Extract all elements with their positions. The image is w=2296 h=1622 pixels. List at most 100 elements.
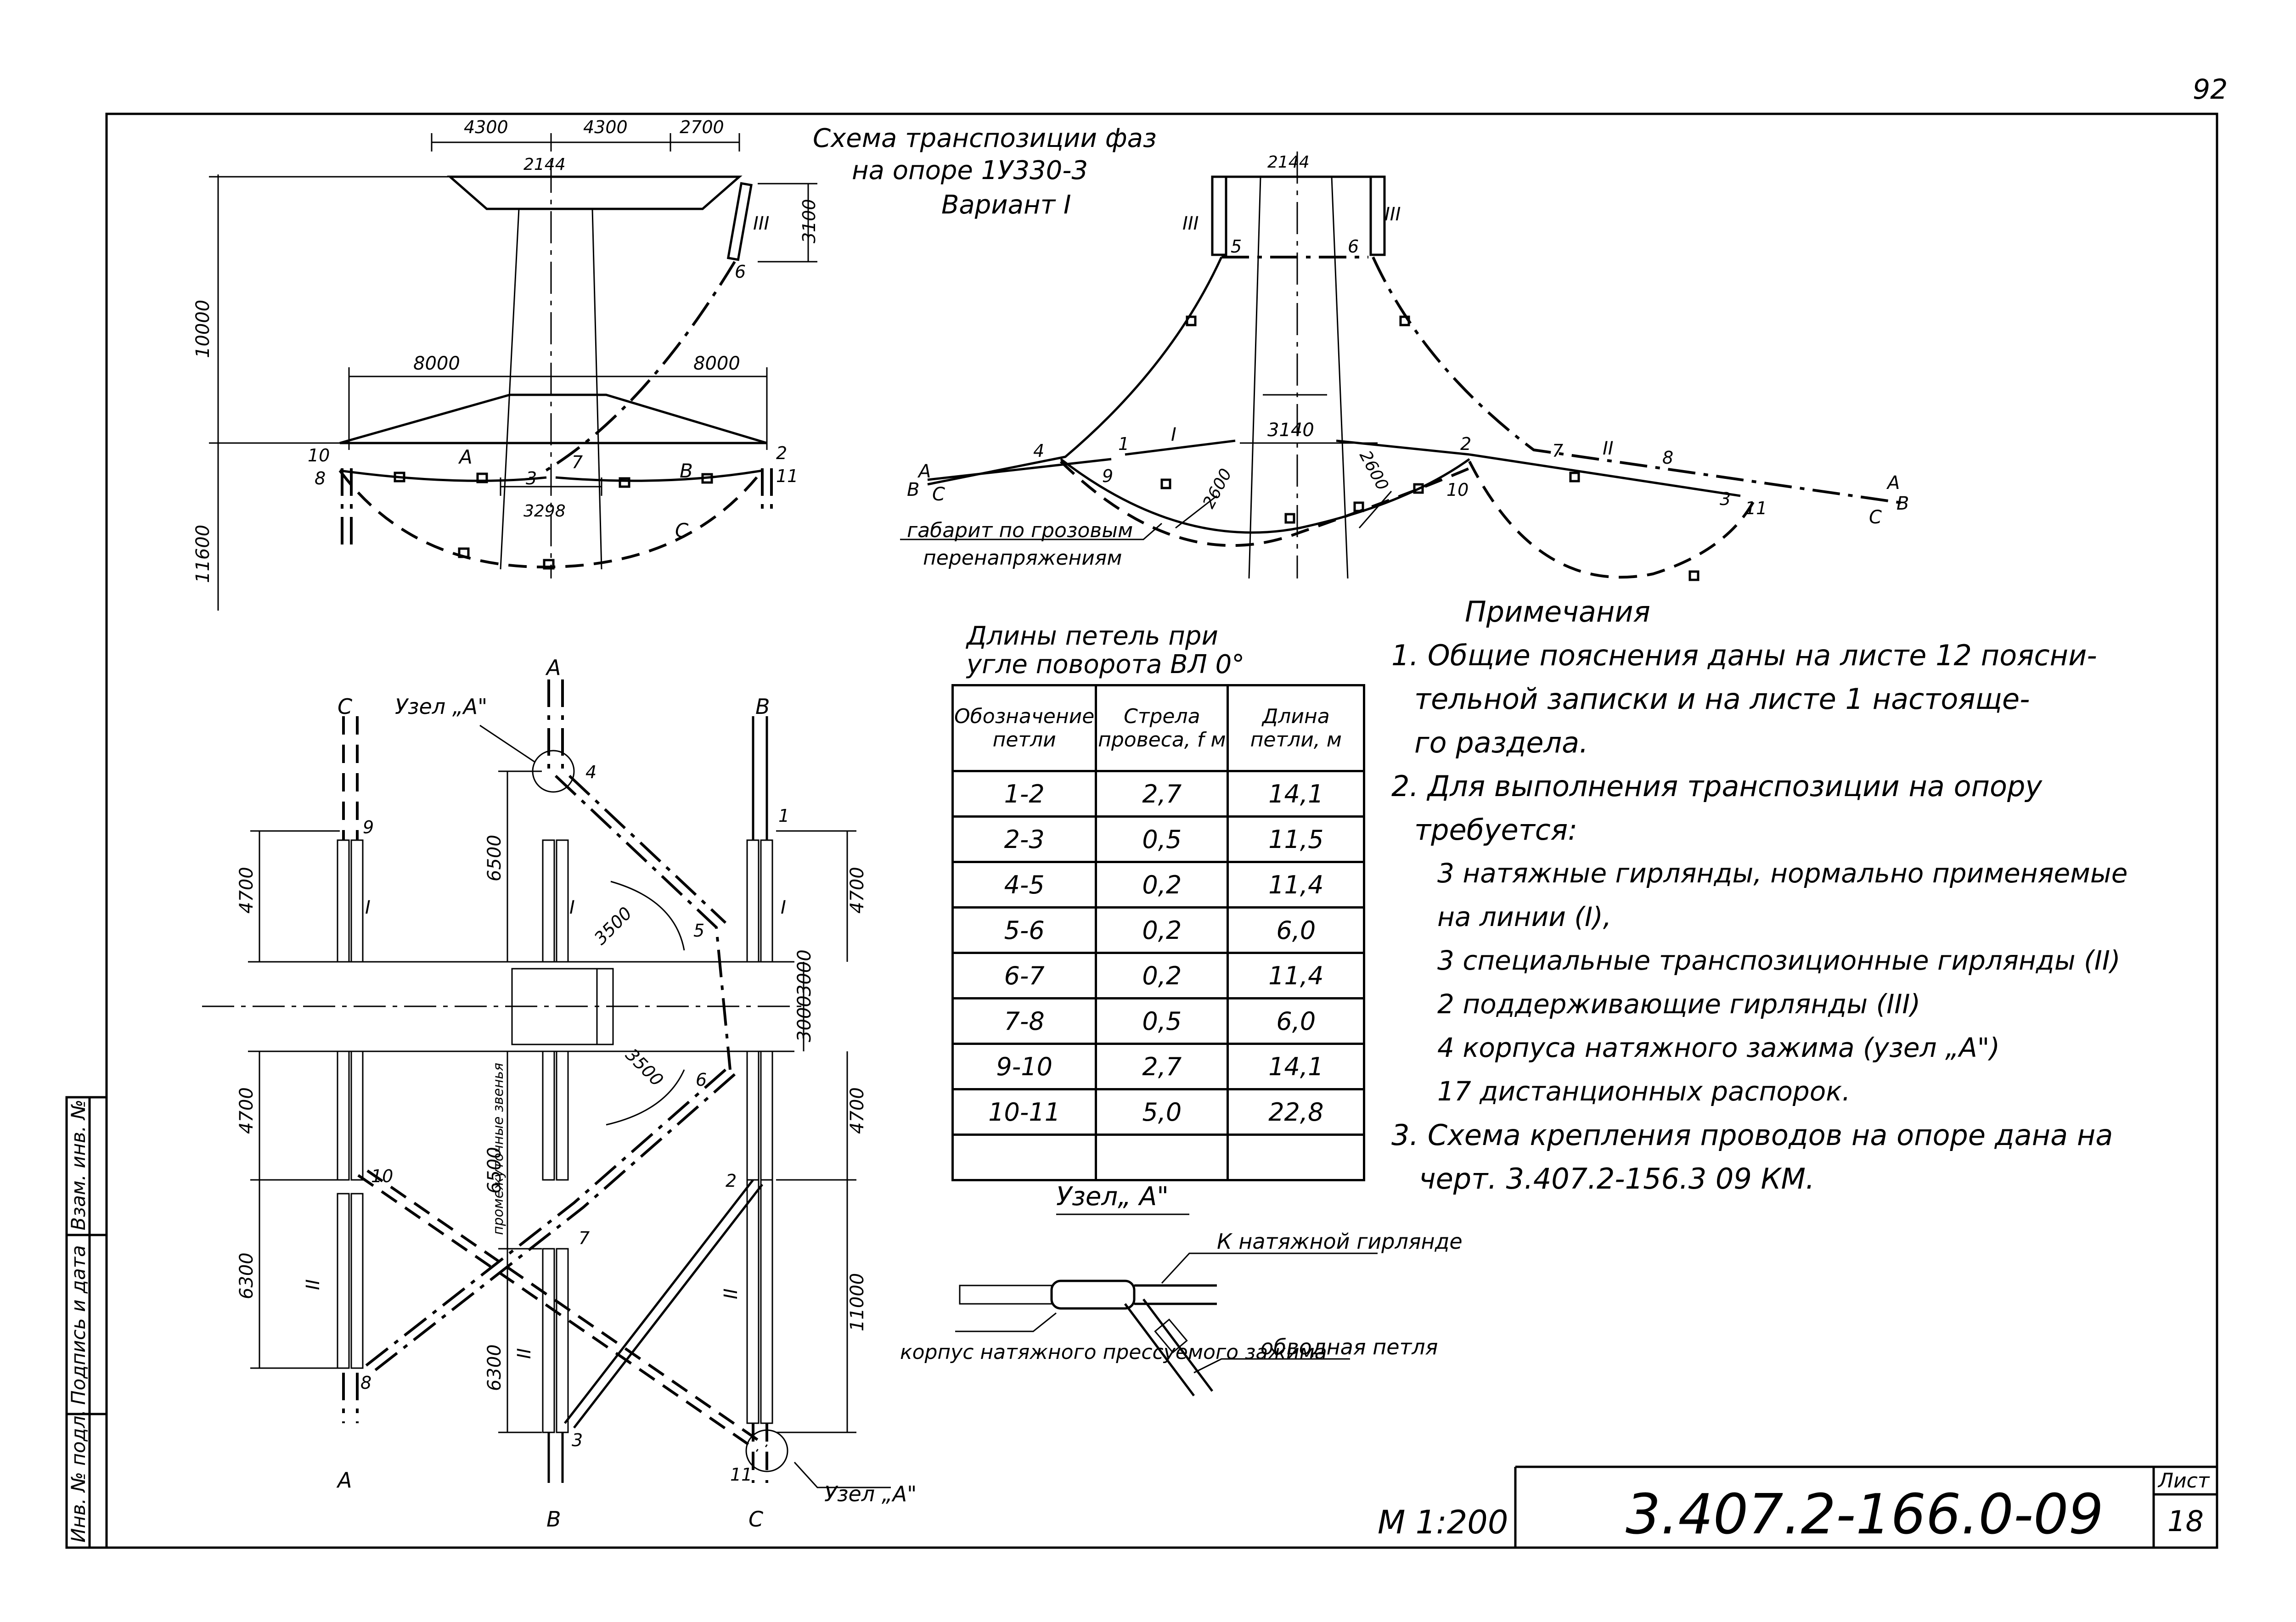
jumper-6-7-8 <box>362 1068 736 1374</box>
svg-text:1: 1 <box>1118 434 1129 454</box>
svg-text:5: 5 <box>1231 236 1242 257</box>
svg-text:A: A <box>336 1468 352 1493</box>
svg-text:2144: 2144 <box>1267 153 1310 172</box>
svg-text:7: 7 <box>572 452 583 472</box>
svg-text:II: II <box>1603 438 1614 459</box>
svg-text:2: 2 <box>1460 434 1471 454</box>
svg-text:Инв. № подл.: Инв. № подл. <box>67 1409 90 1543</box>
svg-text:6300: 6300 <box>484 1344 505 1391</box>
svg-text:8: 8 <box>1662 448 1673 468</box>
svg-text:8: 8 <box>315 468 326 488</box>
dim-top-1: 4300 <box>464 117 508 137</box>
table-caption-line1: Длины петель при <box>967 621 1218 651</box>
jumper-10-11 <box>357 1169 768 1452</box>
cell: 6,0 <box>1227 906 1366 954</box>
height-dimension-line <box>209 174 459 611</box>
span-right: 8000 <box>693 353 740 374</box>
node-a-circle-bottom <box>745 1429 788 1472</box>
cell: 0,2 <box>1095 861 1229 909</box>
clearance-label-line1: габарит по грозовым <box>907 519 1133 542</box>
height-upper: 10000 <box>192 300 214 358</box>
notes-line: на линии (I), <box>1437 901 1612 932</box>
table-row <box>951 1134 1366 1181</box>
sheet-label: Лист <box>2157 1469 2210 1493</box>
span-left: 8000 <box>413 353 460 374</box>
notes-line: черт. 3.407.2-156.3 09 КМ. <box>1419 1162 1815 1195</box>
notes-line: 2. Для выполнения транспозиции на опору <box>1391 769 2043 803</box>
beam-label: 2144 <box>523 155 566 174</box>
svg-text:7: 7 <box>579 1228 590 1248</box>
label-tension-string: К натяжной гирлянде <box>1217 1229 1463 1254</box>
svg-text:11: 11 <box>1745 498 1767 518</box>
svg-text:B: B <box>546 1507 561 1532</box>
cell: 2,7 <box>1095 770 1229 818</box>
svg-text:11000: 11000 <box>847 1273 868 1331</box>
svg-text:9: 9 <box>363 817 374 837</box>
table-caption-line2: угле поворота ВЛ 0° <box>967 650 1245 679</box>
svg-text:I: I <box>365 897 371 918</box>
left-elevation-view: 4300 4300 2700 2144 10000 11600 8000 800… <box>192 117 819 611</box>
dim-top-2: 4300 <box>583 117 628 137</box>
col-header-length: Длина петли, м <box>1227 684 1366 772</box>
label-clamp-body: корпус натяжного прессуемого зажима <box>900 1341 1327 1364</box>
svg-text:10: 10 <box>1446 480 1469 500</box>
svg-text:C: C <box>932 484 945 505</box>
svg-text:A: A <box>917 461 931 482</box>
cell: 1-2 <box>951 770 1097 818</box>
notes-line: го раздела. <box>1414 726 1588 759</box>
svg-text:III: III <box>1384 204 1401 225</box>
dim-top-3: 2700 <box>680 117 724 137</box>
svg-text:A: A <box>545 655 561 680</box>
svg-text:III: III <box>1182 213 1199 234</box>
cell: 4-5 <box>951 861 1097 909</box>
scheme-title-line1: Схема транспозиции фаз <box>813 123 1157 153</box>
col-header-sag: Стрела провеса, f м <box>1095 684 1229 772</box>
svg-text:2600: 2600 <box>1199 466 1236 511</box>
svg-text:Взам. инв. №: Взам. инв. № <box>67 1100 90 1230</box>
tower-legs <box>500 208 602 570</box>
cell: 11,4 <box>1227 861 1366 909</box>
cell: 11,5 <box>1227 815 1366 863</box>
svg-text:4700: 4700 <box>236 1087 257 1134</box>
svg-text:B: B <box>1896 493 1909 514</box>
svg-text:10: 10 <box>371 1166 393 1186</box>
plan-view: C A B A B C Узел „A" Узел „A" 4700 4700 … <box>202 655 917 1532</box>
intermediate-links-label: промежуточные звенья <box>490 1063 506 1235</box>
cell: 6-7 <box>951 952 1097 999</box>
insulator-iii-right <box>1369 175 1386 256</box>
svg-text:11: 11 <box>730 1465 752 1485</box>
sheet-number: 18 <box>2167 1504 2204 1538</box>
table-caption: Длины петель при угле поворота ВЛ 0° <box>967 622 1244 679</box>
jumper-2-3 <box>564 1179 763 1429</box>
cell: 2-3 <box>951 815 1097 863</box>
svg-text:C: C <box>748 1507 763 1532</box>
scheme-title-line3: Вариант I <box>941 190 1071 220</box>
table-header-row: Обозначение петли Стрела провеса, f м Дл… <box>951 684 1366 772</box>
svg-text:4: 4 <box>1033 441 1044 461</box>
svg-text:8: 8 <box>360 1373 371 1393</box>
loops-table: Обозначение петли Стрела провеса, f м Дл… <box>951 684 1366 1181</box>
cell: 0,5 <box>1095 815 1229 863</box>
sheet-frame <box>105 112 2218 1549</box>
svg-text:4: 4 <box>585 762 597 782</box>
svg-text:B: B <box>907 479 919 500</box>
scale-label: М 1:200 <box>1378 1504 1508 1541</box>
svg-text:6: 6 <box>696 1070 707 1090</box>
document-number: 3.407.2-166.0-09 <box>1626 1483 2104 1547</box>
node-a-label-bottom: Узел „A" <box>824 1482 917 1506</box>
svg-text:B: B <box>755 694 770 719</box>
cell: 0,5 <box>1095 997 1229 1045</box>
svg-text:10: 10 <box>308 445 330 466</box>
phase-c-conductor <box>338 470 764 569</box>
notes-line: требуется: <box>1414 813 1578 847</box>
base-width: 3298 <box>523 502 566 521</box>
notes-line: тельной записки и на листе 1 настояще- <box>1414 682 2030 716</box>
node-a-label-top: Узел „A" <box>395 694 487 719</box>
right-loop-1-2 <box>1060 458 1470 534</box>
